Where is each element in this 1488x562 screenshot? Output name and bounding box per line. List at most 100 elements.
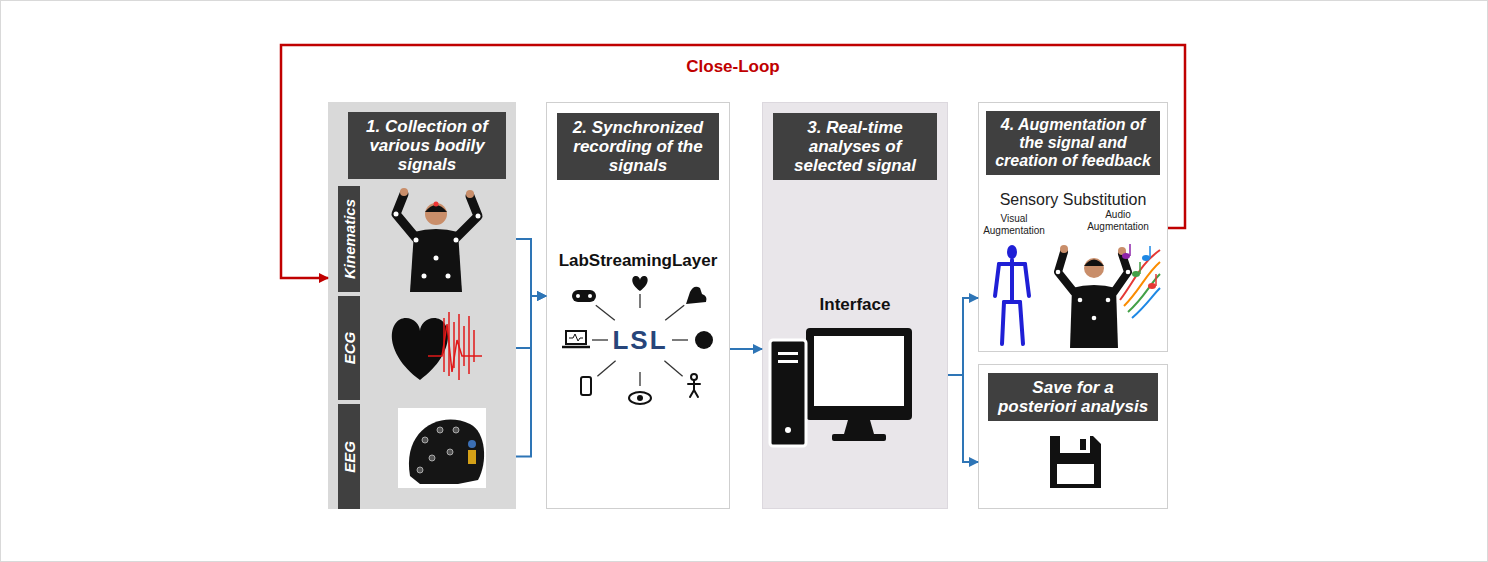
lsl-hub-icon — [581, 377, 591, 395]
label-strip: EEG — [338, 404, 360, 509]
step-header: 3. Real-time analyses of selected signal — [773, 113, 937, 180]
audio-augmentation-figure — [1106, 298, 1111, 303]
computer-icon — [832, 434, 886, 441]
signal-flow-arrow — [730, 348, 762, 350]
lsl-hub-icon — [588, 294, 592, 298]
lsl-hub-icon — [576, 294, 580, 298]
kinematics-figure — [434, 202, 439, 207]
kinematics-figure — [394, 188, 481, 292]
audio-augmentation-figure — [1155, 274, 1157, 286]
lsl-hub-icon — [572, 290, 596, 302]
lsl-hub-icon — [688, 374, 700, 397]
floppy-disk-icon — [1060, 436, 1090, 453]
kinematics-figure — [422, 274, 427, 279]
audio-augmentation-figure — [1142, 255, 1150, 261]
step-header: 1. Collection of various bodily signals — [348, 112, 506, 179]
step-header: 4. Augmentation of the signal and creati… — [986, 111, 1160, 175]
lsl-hub-icon — [562, 276, 713, 404]
eeg-cap-photo — [429, 455, 435, 461]
step-header: 2. Synchronized recording of the signals — [557, 113, 719, 180]
audio-augmentation-figure — [1084, 258, 1104, 278]
lsl-hub-icon — [664, 361, 682, 377]
visual-stick-figure — [995, 264, 999, 296]
visual-stick-figure — [1010, 260, 1014, 302]
lsl-hub-icon — [639, 372, 640, 386]
kinematics-figure — [414, 238, 419, 243]
visual-stick-figure — [1020, 302, 1023, 344]
lsl-hub-icon — [695, 331, 713, 349]
step-header: Save for a posteriori analysis — [988, 373, 1158, 421]
visual-stick-figure — [1007, 245, 1017, 259]
audio-augmentation-figure — [1132, 288, 1160, 318]
kinematics-figure — [394, 212, 399, 217]
audio-augmentation-figure — [1149, 246, 1151, 258]
floppy-disk-icon — [1057, 464, 1094, 484]
audio-augmentation-figure — [1092, 316, 1097, 321]
lsl-hub-icon — [597, 361, 615, 377]
audio-augmentation-figure — [1060, 245, 1068, 253]
section-title: Sensory Substitution — [979, 191, 1167, 209]
computer-icon — [770, 328, 912, 446]
visual-stick-figure — [999, 262, 1025, 266]
lsl-hub-icon — [592, 294, 688, 386]
audio-augmentation-figure — [1114, 254, 1128, 292]
lsl-hub-icon — [566, 331, 586, 344]
visual-stick-figure — [995, 260, 1029, 344]
kinematics-figure — [400, 188, 408, 196]
eeg-cap-photo — [447, 449, 453, 455]
stage-panel: 2. Synchronized recording of the signals… — [546, 102, 730, 509]
close-loop-arrow — [281, 45, 1185, 278]
visual-stick-figure — [1025, 264, 1029, 296]
lsl-hub-icon — [637, 395, 643, 401]
visual-stick-figure — [1002, 302, 1004, 344]
kinematics-figure — [410, 229, 462, 292]
audio-augmentation-figure — [1139, 262, 1141, 274]
computer-icon — [814, 336, 904, 406]
audio-augmentation-figure — [1122, 253, 1130, 259]
computer-icon — [778, 352, 798, 355]
audio-augmentation-figure — [1132, 271, 1140, 277]
lsl-hub-icon — [629, 392, 651, 404]
kinematics-figure — [476, 214, 481, 219]
floppy-disk-icon — [1080, 439, 1086, 450]
floppy-disk-icon — [1050, 436, 1101, 488]
stage-panel: 3. Real-time analyses of selected signal… — [762, 102, 948, 509]
audio-augmentation-figure — [1084, 260, 1104, 267]
signal-label: Kinematics — [341, 199, 358, 279]
heart-ecg-illustration — [463, 326, 465, 366]
lsl-hub-icon — [639, 294, 640, 308]
lsl-hub-icon — [672, 339, 688, 340]
audio-augmentation-figure — [1078, 298, 1083, 303]
kinematics-figure — [446, 274, 451, 279]
small-caption: Visual Augmentation — [979, 213, 1049, 236]
lsl-hub-icon — [688, 383, 700, 385]
lsl-hub-icon — [562, 346, 590, 349]
audio-augmentation-figure — [1056, 270, 1061, 275]
signal-label: ECG — [341, 332, 358, 365]
kinematics-figure — [434, 256, 439, 261]
eeg-cap-photo — [422, 437, 428, 443]
kinematics-figure — [466, 190, 474, 198]
signal-label: EEG — [341, 441, 358, 473]
computer-icon — [778, 360, 798, 363]
heart-ecg-illustration — [392, 312, 482, 380]
audio-augmentation-figure — [1124, 262, 1160, 306]
heart-ecg-illustration — [392, 318, 448, 380]
lsl-hub-icon — [694, 390, 698, 397]
audio-augmentation-figure — [1070, 285, 1118, 348]
lsl-hub-icon — [665, 305, 684, 320]
eeg-cap-photo — [453, 427, 459, 433]
signal-flow-arrow — [516, 296, 546, 457]
lsl-hub-icon — [690, 390, 694, 397]
kinematics-figure — [396, 194, 416, 238]
audio-augmentation-figure — [1126, 270, 1131, 275]
label-strip: Kinematics — [338, 186, 360, 292]
lsl-hub-icon — [596, 305, 615, 320]
computer-icon — [770, 340, 806, 446]
signal-flow-arrow — [948, 375, 978, 462]
